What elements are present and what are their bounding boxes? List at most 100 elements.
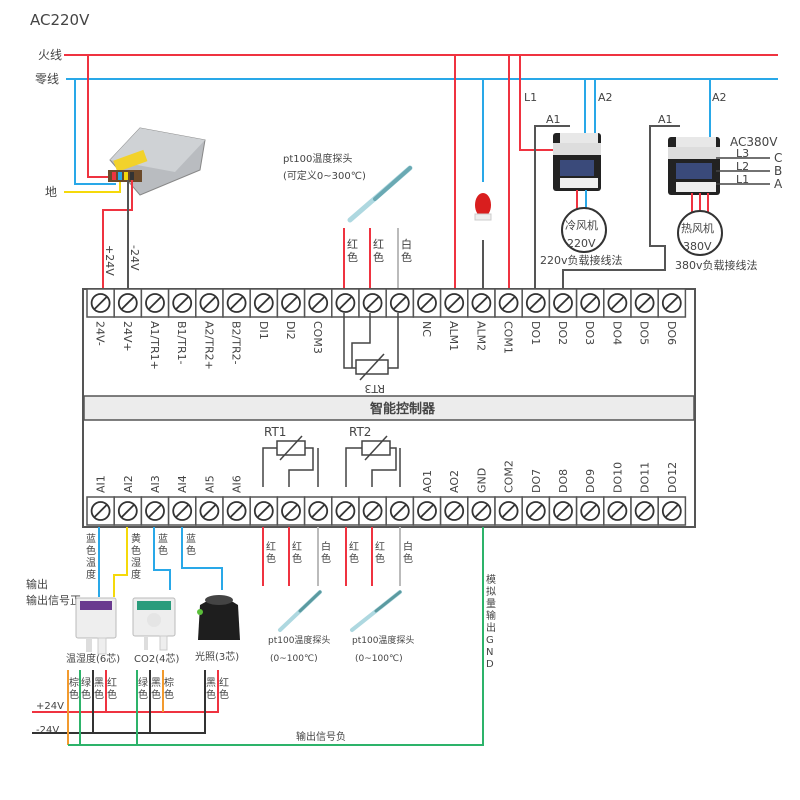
screw-icon bbox=[417, 293, 437, 313]
top-terminal[interactable]: NC bbox=[412, 288, 442, 337]
contactor-380-icon bbox=[668, 137, 720, 195]
screw-icon bbox=[253, 293, 274, 313]
svg-text:色: 色 bbox=[375, 552, 385, 565]
screw-icon bbox=[145, 501, 165, 521]
bottom-terminal[interactable] bbox=[276, 496, 306, 526]
bottom-terminal-label: DO9 bbox=[584, 469, 597, 493]
svg-text:色: 色 bbox=[151, 688, 161, 701]
probe-bottom-wire-label: 白色 bbox=[321, 540, 331, 565]
top-terminal[interactable]: 24V- bbox=[86, 288, 115, 346]
svg-text:G: G bbox=[486, 635, 494, 646]
svg-text:红: 红 bbox=[373, 238, 384, 251]
screw-icon bbox=[553, 293, 573, 313]
top-terminal[interactable]: B2/TR2- bbox=[222, 288, 251, 365]
top-terminal[interactable] bbox=[331, 288, 360, 318]
top-terminal-label: DO1 bbox=[529, 321, 542, 345]
neutral-label: 零线 bbox=[35, 72, 59, 86]
top-terminal[interactable]: 24V+ bbox=[113, 288, 143, 352]
bottom-terminal[interactable]: DO10 bbox=[603, 462, 632, 526]
temp-humidity-sensor-icon bbox=[75, 597, 117, 655]
contactor-220-caption: 220v负载接线法 bbox=[540, 253, 623, 267]
svg-text:色: 色 bbox=[347, 250, 358, 264]
top-terminal-label: DI2 bbox=[284, 321, 297, 340]
ai4-wire-label: 蓝色 bbox=[186, 533, 196, 557]
bottom-terminal[interactable] bbox=[249, 496, 279, 526]
screw-icon bbox=[172, 293, 193, 313]
top-terminal[interactable]: ALM1 bbox=[439, 288, 469, 351]
live-label: 火线 bbox=[38, 48, 62, 62]
svg-text:色: 色 bbox=[94, 688, 104, 701]
bottom-terminal[interactable] bbox=[331, 496, 360, 526]
svg-text:红: 红 bbox=[347, 238, 358, 251]
ac380-label: AC380V bbox=[730, 135, 778, 149]
bottom-terminal[interactable]: DO12 bbox=[657, 462, 687, 526]
screw-icon bbox=[172, 501, 193, 521]
top-terminal[interactable] bbox=[385, 288, 415, 318]
top-terminal[interactable]: B1/TR1- bbox=[167, 288, 197, 365]
top-terminal[interactable]: DO5 bbox=[630, 288, 659, 345]
screw-icon bbox=[226, 293, 247, 313]
probe-top-wire-label: 红色 bbox=[347, 238, 358, 264]
bottom-terminal[interactable]: DO7 bbox=[521, 469, 551, 526]
bottom-terminal[interactable]: AO1 bbox=[412, 470, 442, 526]
svg-text:N: N bbox=[486, 647, 493, 658]
screw-icon bbox=[335, 501, 356, 521]
svg-text:色: 色 bbox=[401, 250, 412, 264]
rt3-label: RT3 bbox=[364, 382, 385, 395]
contactor-380-a1-wire bbox=[562, 125, 680, 300]
sensor-wire-label: 黑色 bbox=[151, 677, 161, 701]
bottom-terminal[interactable]: DO9 bbox=[575, 469, 605, 526]
pt100-probe-bottom-1-icon bbox=[278, 590, 322, 632]
svg-text:量: 量 bbox=[486, 598, 496, 610]
co2-sensor-icon bbox=[132, 597, 176, 651]
bottom-terminal[interactable]: AI5 bbox=[195, 475, 224, 526]
top-terminal[interactable]: DO6 bbox=[657, 288, 687, 345]
sensor-wire-label: 棕色 bbox=[164, 676, 174, 701]
probe-bottom-wire-label: 白色 bbox=[403, 540, 413, 565]
phase-name: C bbox=[774, 151, 782, 165]
probe-top-wire-label: 白色 bbox=[401, 237, 412, 264]
top-terminal[interactable]: DO1 bbox=[521, 288, 551, 345]
svg-text:白: 白 bbox=[321, 540, 331, 553]
svg-text:色: 色 bbox=[186, 544, 196, 557]
top-terminal-label: ALM2 bbox=[474, 321, 487, 351]
top-terminal[interactable]: COM3 bbox=[303, 288, 333, 354]
bottom-terminal[interactable]: AI4 bbox=[167, 475, 197, 526]
ai3-wire bbox=[153, 527, 171, 590]
bottom-terminal-label: COM2 bbox=[503, 460, 516, 493]
top-terminal[interactable]: DO3 bbox=[575, 288, 605, 345]
top-terminal[interactable]: DO4 bbox=[603, 288, 632, 345]
top-terminal-label: NC bbox=[420, 321, 433, 337]
screw-icon bbox=[607, 293, 628, 313]
title: AC220V bbox=[30, 11, 90, 29]
bottom-terminal-label: AI4 bbox=[176, 475, 189, 493]
bottom-terminal[interactable]: AI6 bbox=[222, 475, 251, 526]
svg-text:出: 出 bbox=[486, 621, 496, 634]
svg-text:绿: 绿 bbox=[81, 676, 91, 689]
screw-icon bbox=[90, 501, 111, 521]
bottom-terminal[interactable]: DO8 bbox=[548, 469, 578, 526]
top-terminal[interactable]: DO2 bbox=[548, 288, 578, 345]
sensor-wire-label: 绿色 bbox=[138, 676, 148, 701]
top-terminal[interactable]: ALM2 bbox=[467, 288, 496, 351]
bottom-terminal[interactable] bbox=[385, 496, 415, 526]
hot-fan-icon bbox=[677, 210, 723, 256]
top-terminal[interactable]: A2/TR2+ bbox=[195, 288, 224, 370]
bottom-terminal[interactable] bbox=[358, 496, 387, 526]
contactor-380-a1-label: A1 bbox=[658, 113, 673, 126]
bottom-terminal[interactable]: AO2 bbox=[439, 470, 469, 526]
sensor-wire-label: 绿色 bbox=[81, 676, 91, 701]
screw-icon bbox=[362, 293, 383, 313]
screw-icon bbox=[661, 293, 682, 313]
bottom-terminal[interactable] bbox=[303, 496, 333, 526]
top-terminal[interactable]: DI1 bbox=[249, 288, 279, 340]
bottom-terminal-label: DO10 bbox=[611, 462, 624, 493]
bottom-terminal[interactable]: AI3 bbox=[140, 475, 170, 526]
bottom-terminal[interactable]: AI1 bbox=[86, 475, 115, 526]
bottom-terminal[interactable]: AI2 bbox=[113, 475, 143, 526]
probe-bottom-wire-label: 红色 bbox=[292, 540, 302, 565]
top-terminal[interactable] bbox=[358, 288, 387, 318]
top-terminal[interactable]: DI2 bbox=[276, 288, 306, 340]
screw-icon bbox=[389, 293, 410, 313]
